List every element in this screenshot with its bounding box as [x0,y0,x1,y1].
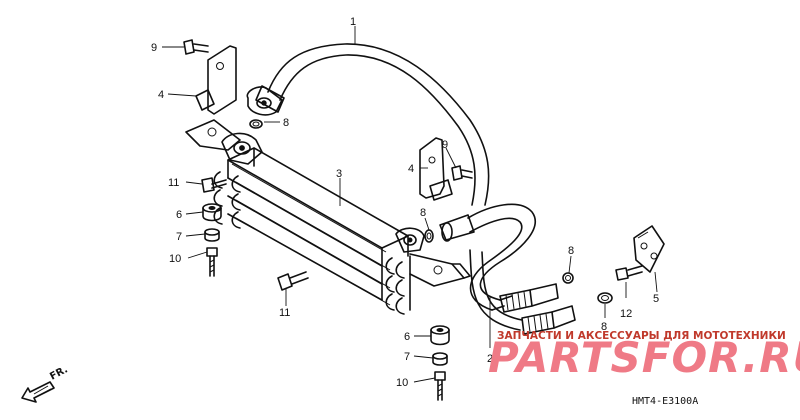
callout-6-lower: 6 [404,331,410,343]
callout-8-right-b: 8 [601,321,607,333]
callout-11-upper: 11 [168,177,179,189]
part-2-lower-oil-hoses [439,203,576,335]
part-6-mount-rubber-upper [202,203,222,222]
diagram-code: HMT4-E3100A [632,396,698,407]
part-6-mount-rubber-lower [430,325,450,346]
callout-8-top: 8 [283,117,289,129]
watermark-caption: ЗАПЧАСТИ И АКСЕССУАРЫ ДЛЯ МОТОТЕХНИКИ [497,330,786,342]
part-9-bolt-right [451,165,473,181]
part-8-o-ring-top [249,119,263,129]
part-8-o-ring-middle [424,229,434,243]
callout-9-left: 9 [151,42,157,54]
leader-lines [162,26,658,383]
part-11-bolt-upper [201,177,227,193]
callout-12: 12 [620,308,632,320]
callout-10-upper: 10 [169,253,181,265]
callout-10-lower: 10 [396,377,408,389]
callout-9-right: 9 [442,139,448,151]
callout-7-lower: 7 [404,351,410,363]
part-10-bolt-upper [206,247,218,277]
part-11-bolt-lower [277,271,309,291]
watermark-logo: PARTSFOR.RU [488,333,800,382]
callout-11-lower: 11 [279,307,290,319]
part-3-oil-cooler [185,119,471,315]
callout-2: 2 [487,353,493,365]
watermark: ЗАПЧАСТИ И АКСЕССУАРЫ ДЛЯ МОТОТЕХНИКИ PA… [488,330,800,382]
callout-1: 1 [350,16,356,28]
callout-labels: 1 2 3 4 4 5 6 6 7 7 8 8 8 8 9 9 10 10 11… [151,16,659,389]
callout-8-right-a: 8 [568,245,574,257]
callout-6-upper: 6 [176,209,182,221]
part-8-o-ring-right-b [597,292,613,304]
callout-8-middle: 8 [420,207,426,219]
callout-4-left: 4 [158,89,164,101]
callout-5: 5 [653,293,659,305]
part-7-collar-upper [204,228,220,242]
part-7-collar-lower [432,352,448,366]
part-1-upper-oil-hose [246,43,490,206]
part-8-o-ring-right-a [562,272,574,284]
part-9-bolt-left [183,39,209,55]
part-4-bracket-left [195,45,237,115]
callout-4-right: 4 [408,163,414,175]
part-4-bracket-right [419,137,453,201]
callout-7-upper: 7 [176,231,182,243]
front-direction-label: FR. [48,364,70,382]
front-direction-arrow: FR. [21,364,70,403]
part-12-bolt [615,265,643,281]
callout-3: 3 [336,168,342,180]
part-10-bolt-lower [434,371,446,401]
part-5-clamp-bracket [633,225,665,273]
